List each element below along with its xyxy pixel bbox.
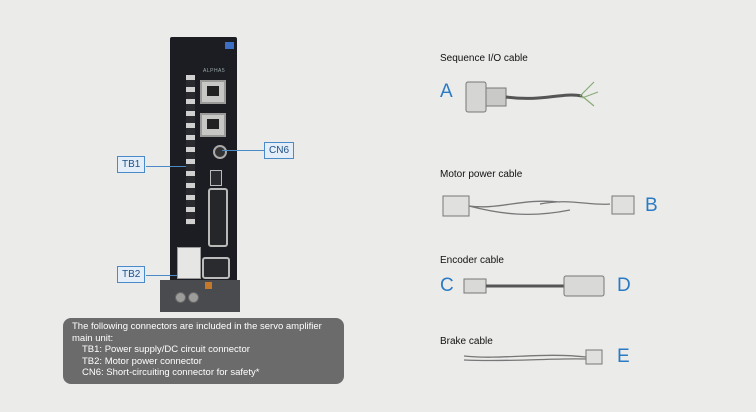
note-line-2: main unit: [72, 332, 114, 344]
note-item-tb1: TB1: Power supply/DC circuit connector [82, 344, 250, 356]
label-c: C [440, 275, 454, 296]
cn6-leader-line [222, 150, 264, 151]
rj45-port-cn3b [200, 113, 226, 137]
label-a: A [440, 81, 453, 102]
label-b: B [645, 195, 658, 216]
label-e: E [617, 346, 630, 367]
screw-icon [175, 292, 186, 303]
rj45-port-cn3a [200, 80, 226, 104]
brand-logo-icon [225, 42, 234, 49]
note-item-tb2: TB2: Motor power connector [82, 355, 202, 367]
connector-note-box: The following connectors are included in… [63, 318, 344, 384]
sequence-io-cable-title: Sequence I/O cable [440, 53, 528, 64]
brake-cable-icon [463, 349, 603, 365]
encoder-cable-icon [463, 275, 605, 297]
tb2-terminal-block [177, 247, 201, 279]
tb2-tag: TB2 [117, 266, 146, 283]
note-item-cn6: CN6: Short-circuiting connector for safe… [82, 367, 260, 379]
amplifier-base-plate [160, 280, 240, 312]
motor-power-cable-icon [442, 195, 635, 217]
label-d: D [617, 275, 631, 296]
screw-icon [188, 292, 199, 303]
cn2-encoder-connector [202, 257, 230, 279]
brake-cable-title: Brake cable [440, 336, 493, 347]
tb2-leader-line [146, 275, 177, 276]
sequence-io-cable-icon [465, 81, 599, 113]
orange-terminal [205, 282, 212, 289]
tb1-leader-line [146, 166, 186, 167]
amplifier-brand-mark: ALPHA5 [203, 68, 226, 74]
encoder-cable-title: Encoder cable [440, 255, 504, 266]
cn7-connector [210, 170, 222, 186]
cn1-io-connector [208, 188, 228, 247]
cn6-tag: CN6 [264, 142, 295, 159]
tb1-terminal-block [186, 75, 195, 225]
tb1-tag: TB1 [117, 156, 146, 173]
cn6-connector [213, 145, 227, 159]
note-line-1: The following connectors are included in… [72, 321, 322, 332]
motor-power-cable-title: Motor power cable [440, 169, 523, 180]
